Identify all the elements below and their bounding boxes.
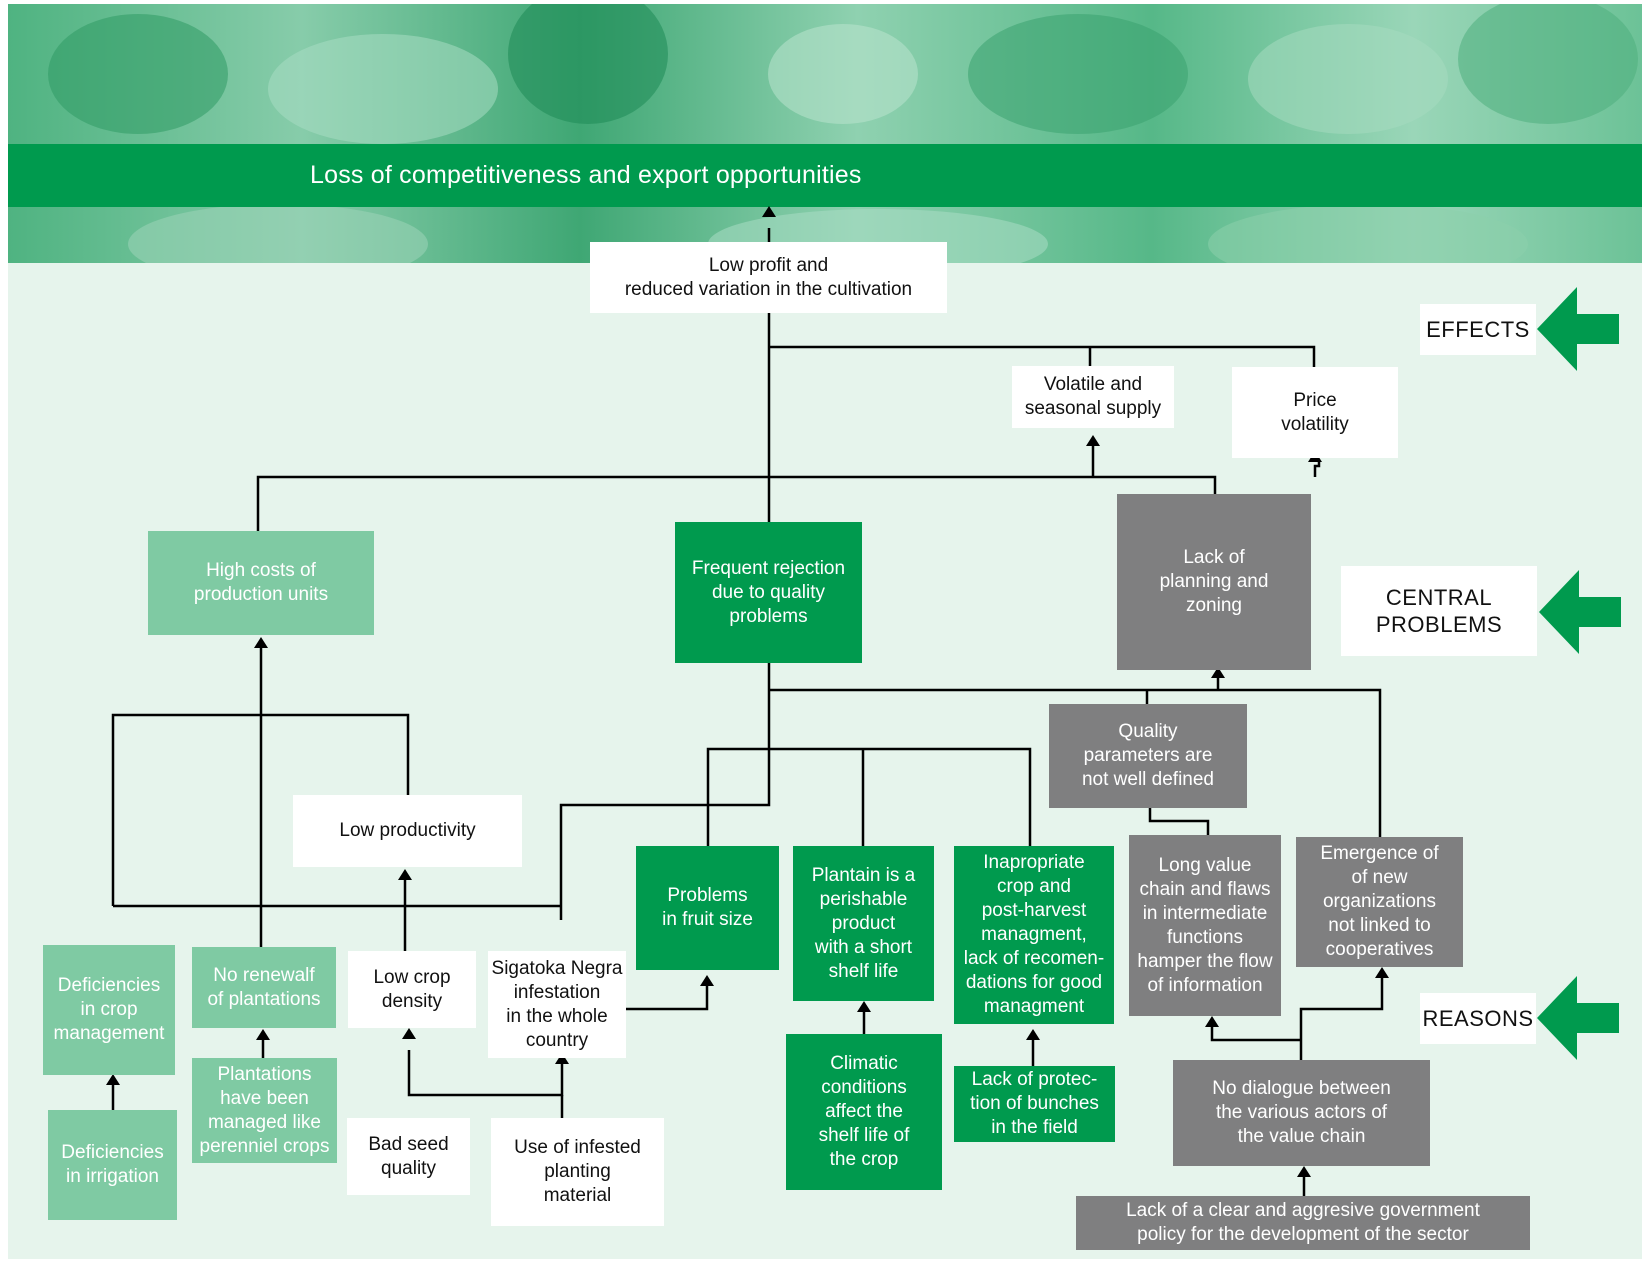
climatic-conditions-box: Climatic conditions affect the shelf lif… [786,1034,942,1190]
lack-planning-box: Lack of planning and zoning [1117,494,1311,670]
government-policy-box: Lack of a clear and aggresive government… [1076,1196,1530,1250]
infested-material-box: Use of infested planting material [491,1118,664,1226]
bad-seed-box: Bad seed quality [347,1118,470,1195]
no-renewal-box: No renewalf of plantations [192,947,336,1028]
deficiencies-crop-box: Deficiencies in crop management [43,945,175,1075]
low-productivity-box: Low productivity [293,795,522,867]
header-photo-banner [8,4,1642,263]
low-crop-density-box: Low crop density [348,951,476,1028]
problems-fruit-size-box: Problems in fruit size [636,846,779,970]
high-costs-box: High costs of production units [148,531,374,635]
reasons-arrow-icon [1537,976,1619,1060]
emergence-orgs-box: Emergence of of new organizations not li… [1296,837,1463,967]
low-profit-box: Low profit and reduced variation in the … [590,242,947,313]
central-problems-label: CENTRAL PROBLEMS [1341,566,1537,656]
plantations-perennial-box: Plantations have been managed like peren… [192,1058,337,1163]
quality-parameters-box: Quality parameters are not well defined [1049,704,1247,808]
lack-protection-box: Lack of protec- tion of bunches in the f… [954,1066,1115,1142]
long-value-chain-box: Long value chain and flaws in intermedia… [1129,835,1281,1016]
effects-arrow-icon [1537,287,1619,371]
reasons-label: REASONS [1420,993,1536,1044]
frequent-rejection-box: Frequent rejection due to quality proble… [675,522,862,663]
sigatoka-box: Sigatoka Negra infestation in the whole … [488,951,626,1058]
deficiencies-irrigation-box: Deficiencies in irrigation [48,1110,177,1220]
effects-label: EFFECTS [1420,304,1536,355]
price-volatility-box: Price volatility [1232,367,1398,458]
central-problems-arrow-icon [1539,570,1621,654]
inappropriate-crop-box: Inapropriate crop and post-harvest manag… [954,846,1114,1024]
no-dialogue-box: No dialogue between the various actors o… [1173,1060,1430,1166]
problem-title-bar: Loss of competitiveness and export oppor… [8,144,1642,207]
volatile-supply-box: Volatile and seasonal supply [1012,366,1174,428]
problem-title: Loss of competitiveness and export oppor… [310,161,862,189]
plantain-perishable-box: Plantain is a perishable product with a … [793,846,934,1001]
